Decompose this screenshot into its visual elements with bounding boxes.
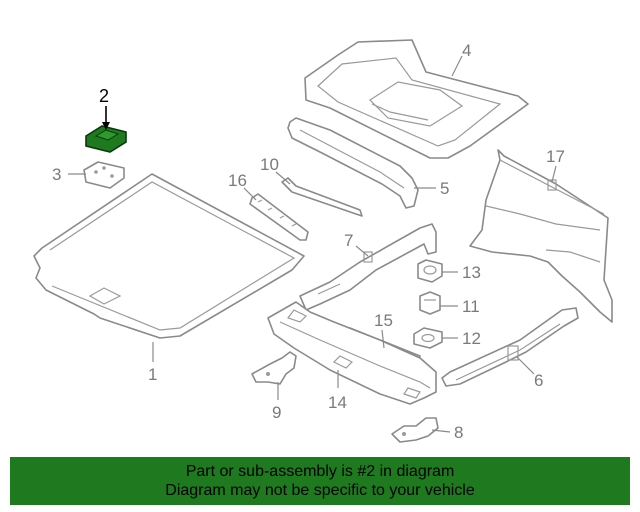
callout-9: 9 <box>272 403 281 422</box>
leader-7 <box>355 245 369 257</box>
part-13-clip <box>417 259 443 283</box>
part-8-bracket <box>391 417 439 443</box>
callout-6: 6 <box>534 371 543 390</box>
leader-15 <box>381 329 385 349</box>
part-1-floor-mat <box>33 173 305 339</box>
part-7-bracket-rail <box>299 223 437 311</box>
part-12-clip <box>413 327 443 349</box>
part-11-clip <box>419 291 441 315</box>
callout-16: 16 <box>228 171 247 190</box>
callout-2: 2 <box>99 86 109 106</box>
part-17-cargo-partition <box>469 149 613 323</box>
part-9-bracket <box>251 351 297 385</box>
part-2-cover-highlighted <box>85 125 127 153</box>
part-14-rear-panel <box>267 301 437 405</box>
callout-11: 11 <box>462 297 480 316</box>
banner-line-part: Part or sub-assembly is #2 in diagram <box>185 463 455 480</box>
part-3-plate <box>83 161 125 189</box>
part-5-foam-bracket <box>287 117 419 209</box>
leader-4 <box>451 55 463 77</box>
leader-6 <box>515 355 535 375</box>
callout-7: 7 <box>344 231 353 250</box>
callout-15: 15 <box>374 311 393 330</box>
callout-1: 1 <box>148 365 157 384</box>
part-4-cargo-tub <box>304 39 529 159</box>
arrowhead-2 <box>102 122 110 130</box>
part-16-strip <box>249 193 309 241</box>
callout-13: 13 <box>462 263 481 282</box>
banner-line-disclaimer: Diagram may not be specific to your vehi… <box>165 482 475 499</box>
leader-8 <box>431 429 451 433</box>
callout-12: 12 <box>462 329 481 348</box>
callout-8: 8 <box>454 423 463 442</box>
leader-16 <box>243 187 257 201</box>
info-banner: Part or sub-assembly is #2 in diagram Di… <box>10 457 630 505</box>
callout-14: 14 <box>328 393 347 412</box>
part-6-rail <box>441 307 579 387</box>
callout-3: 3 <box>52 165 61 184</box>
callout-5: 5 <box>440 179 449 198</box>
parts-diagram: 2 3 1 4 5 6 7 8 9 10 11 12 13 14 15 16 1… <box>33 39 613 443</box>
leader-17 <box>551 165 557 183</box>
callout-4: 4 <box>462 41 471 60</box>
callout-10: 10 <box>260 155 279 174</box>
leader-10 <box>275 171 291 185</box>
part-10-rod <box>281 177 363 217</box>
callout-17: 17 <box>546 147 565 166</box>
